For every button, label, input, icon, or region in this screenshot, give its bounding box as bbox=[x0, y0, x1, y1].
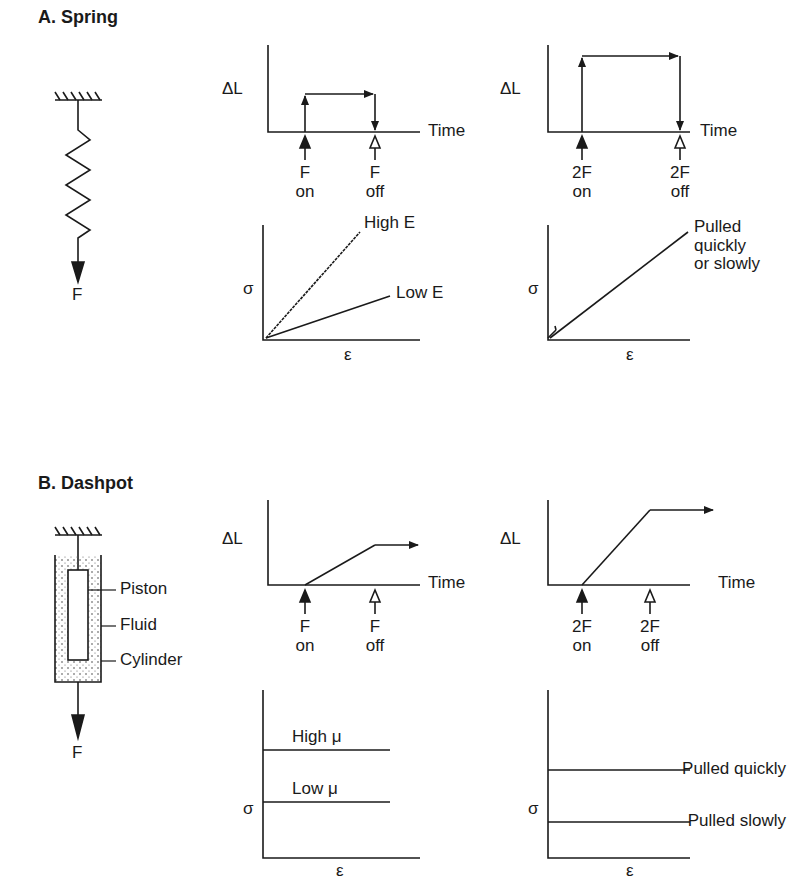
axis-label: ΔL bbox=[222, 530, 243, 549]
axis-label: Time bbox=[700, 122, 737, 141]
force-label: F bbox=[72, 744, 82, 763]
section-heading: B. Dashpot bbox=[38, 474, 133, 494]
event-label: 2F off bbox=[665, 164, 695, 201]
event-label: F off bbox=[362, 164, 388, 201]
curve-label: High μ bbox=[292, 728, 341, 747]
axis-label: ε bbox=[336, 862, 344, 881]
axis-label: σ bbox=[528, 800, 539, 819]
event-label: 2F on bbox=[568, 618, 596, 655]
curve-label: Pulled quickly bbox=[682, 760, 786, 779]
event-label: F on bbox=[292, 618, 318, 655]
axis-label: Time bbox=[718, 574, 755, 593]
curve-label: Pulled slowly bbox=[688, 812, 786, 831]
event-label: 2F on bbox=[568, 164, 596, 201]
axis-label: ε bbox=[344, 346, 352, 365]
axis-label: Time bbox=[428, 122, 465, 141]
part-label: Cylinder bbox=[120, 651, 182, 670]
curve-label: Pulled quickly or slowly bbox=[694, 218, 764, 274]
force-label: F bbox=[72, 286, 82, 305]
curve-label: High E bbox=[364, 214, 415, 233]
event-label: F off bbox=[362, 618, 388, 655]
axis-label: σ bbox=[243, 800, 254, 819]
axis-label: σ bbox=[528, 280, 539, 299]
event-label: 2F off bbox=[635, 618, 665, 655]
event-label: F on bbox=[292, 164, 318, 201]
section-heading: A. Spring bbox=[38, 8, 118, 28]
part-label: Fluid bbox=[120, 616, 157, 635]
curve-label: Low E bbox=[396, 284, 443, 303]
part-label: Piston bbox=[120, 580, 167, 599]
axis-label: ε bbox=[626, 862, 634, 881]
axis-label: ε bbox=[626, 346, 634, 365]
axis-label: σ bbox=[243, 280, 254, 299]
axis-label: ΔL bbox=[500, 80, 521, 99]
curve-label: Low μ bbox=[292, 780, 338, 799]
axis-label: ΔL bbox=[500, 530, 521, 549]
axis-label: ΔL bbox=[222, 80, 243, 99]
axis-label: Time bbox=[428, 574, 465, 593]
